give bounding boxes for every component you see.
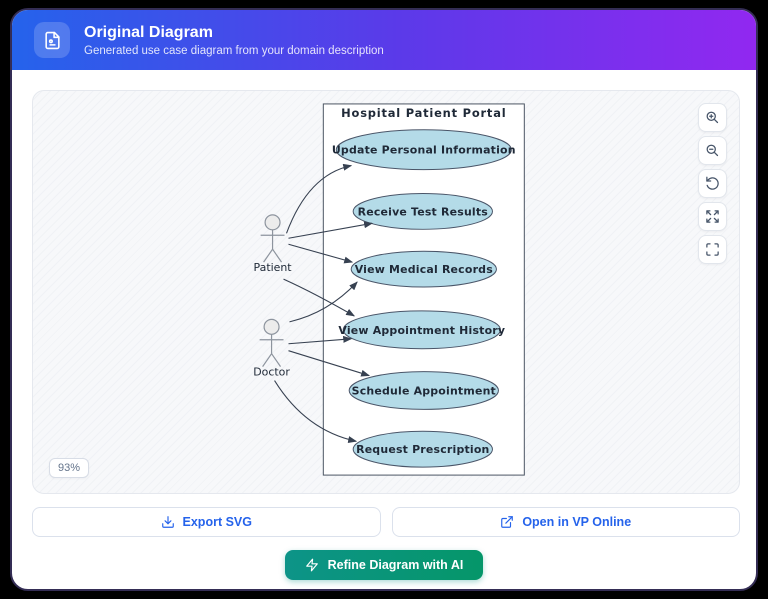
open-vp-online-button[interactable]: Open in VP Online bbox=[391, 507, 740, 537]
open-vp-online-label: Open in VP Online bbox=[522, 515, 632, 529]
export-svg-button[interactable]: Export SVG bbox=[32, 507, 381, 537]
use-case-ellipse bbox=[350, 250, 497, 288]
header-text: Original Diagram Generated use case diag… bbox=[84, 23, 384, 57]
association-edge bbox=[289, 281, 358, 323]
canvas-controls bbox=[698, 103, 727, 264]
expand-arrows-icon bbox=[706, 210, 719, 223]
external-link-icon bbox=[501, 516, 514, 528]
reset-view-button[interactable] bbox=[698, 169, 727, 198]
actor-leg-left bbox=[263, 248, 274, 263]
use-case-ellipse bbox=[352, 430, 493, 468]
actor-label: Patient bbox=[254, 261, 293, 274]
footer-actions: Export SVG Open in VP Online bbox=[32, 507, 740, 537]
actor-leg-right bbox=[272, 248, 283, 263]
association-edge bbox=[288, 350, 371, 377]
page-subtitle: Generated use case diagram from your dom… bbox=[84, 45, 384, 58]
zoom-level-badge: 93% bbox=[49, 458, 90, 478]
association-edge bbox=[274, 380, 358, 443]
use-case-ellipse bbox=[352, 192, 493, 230]
use-case-ellipse bbox=[342, 310, 501, 350]
actor-label: Doctor bbox=[253, 366, 290, 379]
zoom-in-icon bbox=[706, 111, 719, 124]
lightning-bolt-icon bbox=[305, 558, 318, 572]
use-case-ellipse bbox=[348, 371, 499, 410]
use-case-label: Request Prescription bbox=[356, 443, 489, 456]
download-icon bbox=[161, 516, 174, 528]
use-case-label: View Appointment History bbox=[338, 324, 505, 337]
zoom-out-button[interactable] bbox=[698, 136, 727, 165]
reset-rotate-ccw-icon bbox=[706, 176, 719, 190]
association-edge bbox=[283, 278, 356, 317]
refine-diagram-label: Refine Diagram with AI bbox=[327, 558, 464, 572]
export-svg-label: Export SVG bbox=[182, 515, 252, 529]
expand-button[interactable] bbox=[698, 202, 727, 231]
card-header: Original Diagram Generated use case diag… bbox=[12, 10, 756, 70]
use-case-label: Update Personal Information bbox=[332, 144, 516, 157]
actor-leg-left bbox=[262, 353, 273, 367]
actor-head bbox=[264, 214, 281, 231]
use-case-label: View Medical Records bbox=[355, 263, 493, 276]
association-edge bbox=[288, 243, 354, 264]
zoom-out-icon bbox=[706, 144, 719, 157]
use-case-ellipse bbox=[335, 129, 512, 171]
system-boundary-title: Hospital Patient Portal bbox=[341, 106, 506, 120]
association-edge bbox=[288, 335, 353, 345]
use-case-label: Receive Test Results bbox=[358, 205, 488, 218]
zoom-in-button[interactable] bbox=[698, 103, 727, 132]
use-case-label: Schedule Appointment bbox=[352, 384, 496, 397]
refine-diagram-button[interactable]: Refine Diagram with AI bbox=[284, 550, 484, 580]
association-edge bbox=[288, 221, 374, 239]
original-diagram-card: Original Diagram Generated use case diag… bbox=[10, 8, 758, 591]
page-title: Original Diagram bbox=[84, 23, 213, 41]
actor-leg-right bbox=[271, 353, 282, 367]
fullscreen-button[interactable] bbox=[698, 235, 727, 264]
actor-head bbox=[263, 318, 280, 335]
fullscreen-brackets-icon bbox=[706, 243, 719, 256]
association-edge bbox=[285, 163, 353, 234]
document-diagram-icon bbox=[34, 22, 70, 58]
refine-row: Refine Diagram with AI bbox=[12, 550, 756, 580]
